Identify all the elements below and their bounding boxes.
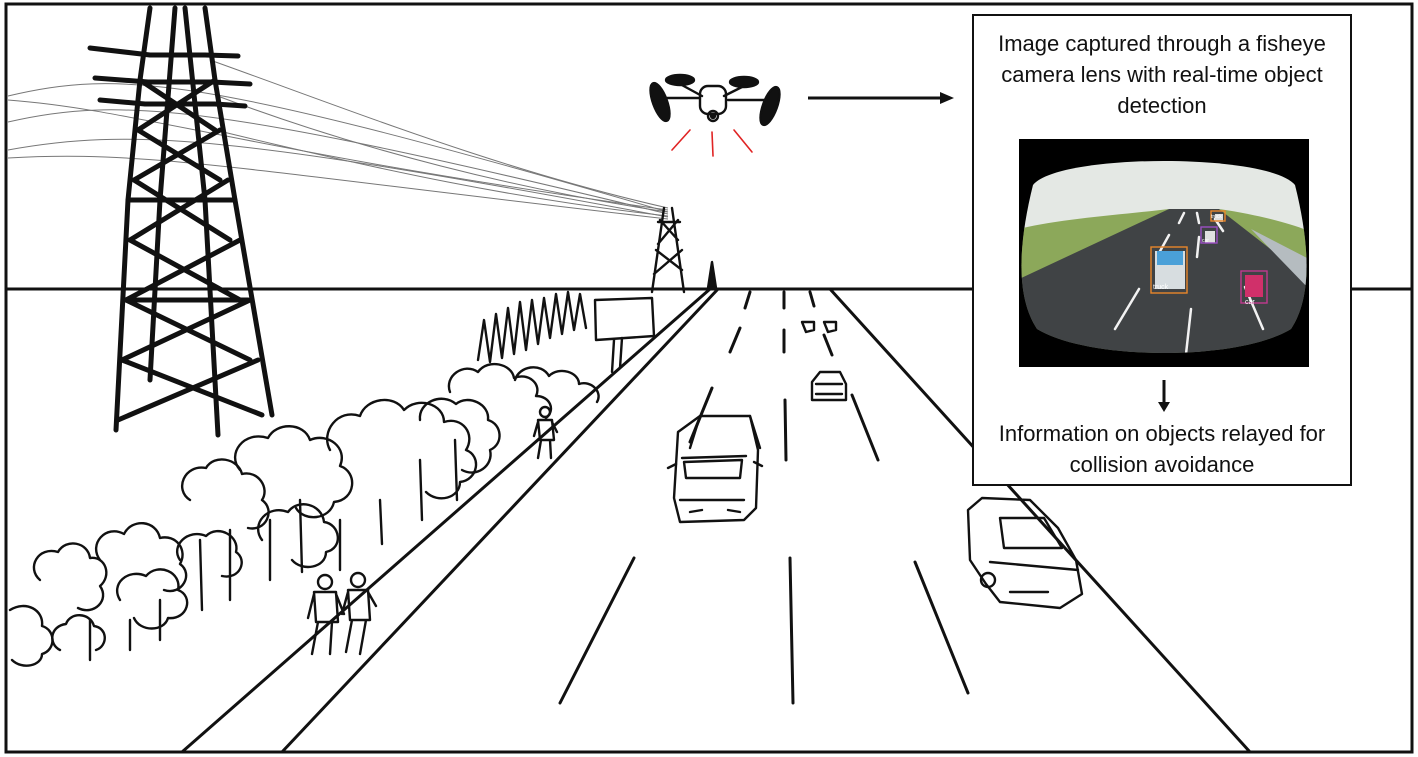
detection-box-truck <box>1150 246 1188 294</box>
power-lines <box>7 59 669 220</box>
distant-car <box>810 370 848 402</box>
detection-info-panel: Image captured through a fisheye camera … <box>972 14 1352 486</box>
detection-label-truck: truck <box>1153 284 1169 291</box>
car-sketch <box>966 496 1084 610</box>
fisheye-caption: Image captured through a fisheye camera … <box>998 31 1326 118</box>
detection-label-car: car <box>1245 299 1255 306</box>
distant-tower <box>650 206 718 294</box>
outer-frame <box>4 2 1414 754</box>
far-cars <box>800 320 838 334</box>
arrow-down-icon <box>1158 380 1170 412</box>
drone-signal-icon <box>671 129 753 157</box>
transmission-tower <box>87 5 275 438</box>
fisheye-camera-image: truck car car truck <box>1019 139 1309 367</box>
billboard <box>593 296 656 374</box>
arrow-right-icon <box>808 92 954 104</box>
collision-caption: Information on objects relayed for colli… <box>998 421 1326 477</box>
drone-icon <box>649 73 781 127</box>
roadside-trees <box>8 290 600 667</box>
detection-label-car-far: car <box>1202 238 1209 244</box>
truck-sketch <box>666 414 764 524</box>
detection-box-car-far <box>1200 226 1218 244</box>
detection-label-truck-far: truck <box>1211 214 1222 220</box>
pedestrians <box>306 405 559 656</box>
road <box>181 287 1252 754</box>
detection-box-truck-far <box>1210 210 1226 222</box>
detection-box-car <box>1240 270 1268 304</box>
